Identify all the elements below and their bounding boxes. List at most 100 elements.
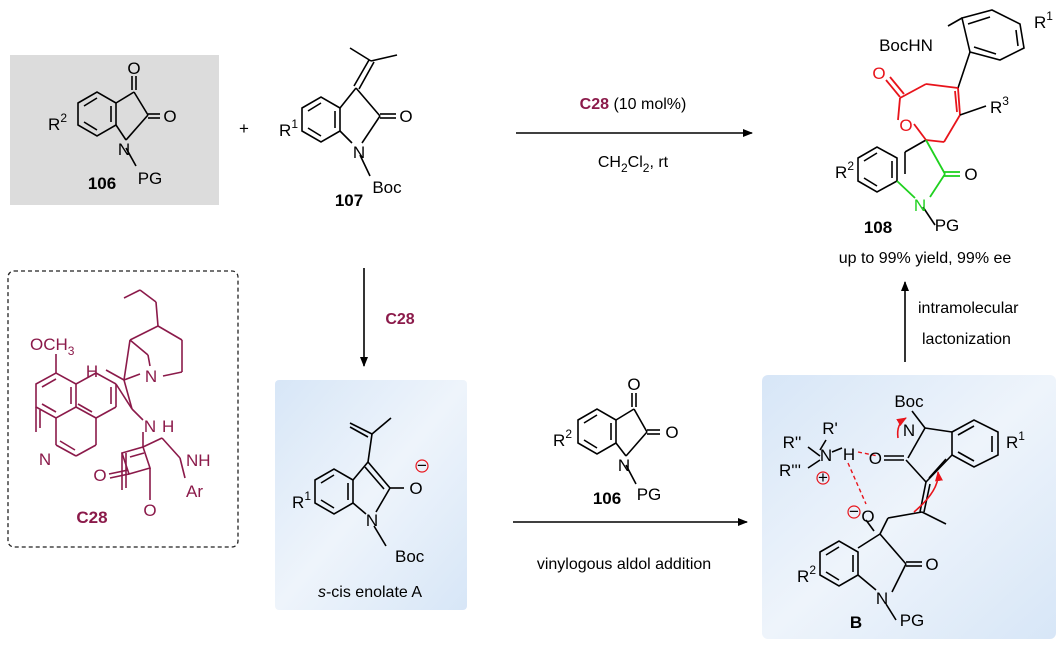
enolate-a-panel: − R1 O N Boc s-cis enolate A bbox=[275, 380, 467, 610]
pg-label: PG bbox=[935, 216, 960, 235]
transition-state-b: + − Boc R1 R2 R' R'' R''' N H O O O N N … bbox=[762, 375, 1056, 639]
positive-charge bbox=[816, 471, 830, 485]
boc-label: Boc bbox=[372, 178, 402, 197]
r1-label: R bbox=[1006, 433, 1018, 452]
svg-text:R2: R2 bbox=[835, 159, 854, 182]
nitrogen: N bbox=[353, 143, 365, 162]
svg-text:R2: R2 bbox=[553, 427, 572, 450]
plus-sign: + bbox=[239, 119, 249, 138]
quinoline-n: N bbox=[39, 450, 51, 469]
ts-label: B bbox=[850, 613, 862, 632]
aldol-arrow: vinylogous aldol addition bbox=[513, 518, 748, 573]
r1-label: R bbox=[279, 121, 291, 140]
compound-106-mid: R2 O O N PG 106 bbox=[553, 375, 679, 508]
dashed-catalyst-box bbox=[7, 270, 239, 548]
pg-label: PG bbox=[138, 169, 163, 188]
carbonyl-o: O bbox=[163, 107, 176, 126]
quinuclidine-n: N bbox=[145, 367, 157, 386]
svg-text:R2: R2 bbox=[797, 563, 816, 586]
grey-highlight-box bbox=[10, 55, 219, 205]
r2-label: R bbox=[835, 163, 847, 182]
nitrogen: N bbox=[903, 421, 915, 440]
carbonyl-o: O bbox=[665, 423, 678, 442]
compound-106-top: R2 O O N PG 106 bbox=[10, 55, 219, 205]
r2-label: R bbox=[797, 567, 809, 586]
r-prime: R' bbox=[822, 419, 838, 438]
curved-arrow bbox=[896, 417, 907, 439]
catalyst-label: C28 bbox=[580, 96, 609, 113]
compound-number: 107 bbox=[335, 191, 363, 210]
svg-text:H: H bbox=[162, 417, 174, 436]
carbonyl-o: O bbox=[143, 501, 156, 520]
conditions-label: CH2Cl2, rt bbox=[598, 154, 669, 175]
nitrogen: N bbox=[118, 140, 130, 159]
r2-label: R bbox=[48, 115, 60, 134]
compound-number: 108 bbox=[864, 218, 892, 237]
carbonyl-o: O bbox=[925, 555, 938, 574]
svg-text:−: − bbox=[849, 502, 859, 521]
svg-text:R1: R1 bbox=[279, 117, 298, 140]
svg-text:+: + bbox=[818, 468, 828, 487]
proton-h: H bbox=[843, 445, 855, 464]
nitrogen: N bbox=[914, 196, 926, 215]
nitrogen: N bbox=[876, 589, 888, 608]
svg-text:R2: R2 bbox=[48, 111, 67, 134]
nitrogen: N bbox=[618, 456, 630, 475]
svg-text:R3: R3 bbox=[990, 94, 1009, 117]
svg-text:C28 (10 mol%): C28 (10 mol%) bbox=[580, 96, 687, 113]
h-bond bbox=[847, 462, 867, 505]
carbonyl-o: O bbox=[127, 59, 140, 78]
bochn-label: BocHN bbox=[879, 36, 933, 55]
aryl-label: Ar bbox=[186, 482, 203, 501]
carbonyl-o: O bbox=[872, 64, 885, 83]
negative-charge bbox=[847, 505, 861, 519]
catalyst-arrow: C28 bbox=[360, 268, 415, 367]
pg-label: PG bbox=[900, 611, 925, 630]
lactonization-label-1: intramolecular bbox=[918, 300, 1019, 317]
r1-label: R bbox=[292, 493, 304, 512]
top-reaction-arrow: C28 (10 mol%) CH2Cl2, rt bbox=[516, 96, 753, 175]
ammonium-n: N bbox=[820, 446, 832, 465]
enolate-panel-bg bbox=[275, 380, 467, 610]
catalyst-c28: OCH3 H N N N H NH Ar O O C28 bbox=[7, 270, 239, 548]
aldol-label: vinylogous aldol addition bbox=[537, 556, 711, 573]
r2-label: R bbox=[553, 431, 565, 450]
svg-text:R1: R1 bbox=[1006, 429, 1025, 452]
amide-nh: N bbox=[144, 417, 156, 436]
h-bond bbox=[857, 451, 879, 457]
h-label: H bbox=[86, 362, 98, 381]
carbonyl-o: O bbox=[964, 165, 977, 184]
catalyst-loading: (10 mol%) bbox=[609, 96, 686, 113]
r-double-prime: R'' bbox=[783, 433, 802, 452]
enolate-o: O bbox=[409, 479, 422, 498]
carbonyl-o: O bbox=[627, 375, 640, 394]
svg-text:R1: R1 bbox=[1034, 9, 1053, 32]
ring-oxygen: O bbox=[899, 116, 912, 135]
curved-arrow bbox=[913, 471, 943, 513]
lactonization-label-2: lactonization bbox=[922, 331, 1011, 348]
enolate-caption: s-cis enolate A bbox=[318, 584, 422, 601]
carbonyl-o: O bbox=[399, 107, 412, 126]
compound-107: R1 O N Boc 107 bbox=[279, 47, 413, 210]
enolate-o: O bbox=[861, 507, 874, 526]
r-triple-prime: R''' bbox=[779, 461, 801, 480]
amide-nh-ar: NH bbox=[186, 451, 211, 470]
r1-label: R bbox=[1034, 13, 1046, 32]
compound-number: 106 bbox=[593, 489, 621, 508]
svg-text:−: − bbox=[417, 456, 427, 475]
compound-number: 106 bbox=[88, 174, 116, 193]
boc-label: Boc bbox=[395, 547, 425, 566]
compound-108: BocHN R1 R3 O O O R2 N PG 108 up to 99% … bbox=[835, 9, 1053, 267]
methoxy-label: OCH3 bbox=[30, 335, 75, 358]
carbonyl-o: O bbox=[869, 449, 882, 468]
catalyst-number: C28 bbox=[76, 508, 107, 527]
catalyst-label: C28 bbox=[385, 311, 414, 328]
ts-panel-bg bbox=[762, 375, 1056, 639]
pg-label: PG bbox=[637, 485, 662, 504]
r3-label: R bbox=[990, 98, 1002, 117]
negative-charge bbox=[415, 459, 429, 473]
yield-ee-result: up to 99% yield, 99% ee bbox=[839, 250, 1012, 267]
nitrogen: N bbox=[366, 511, 378, 530]
boc-label: Boc bbox=[894, 392, 924, 411]
